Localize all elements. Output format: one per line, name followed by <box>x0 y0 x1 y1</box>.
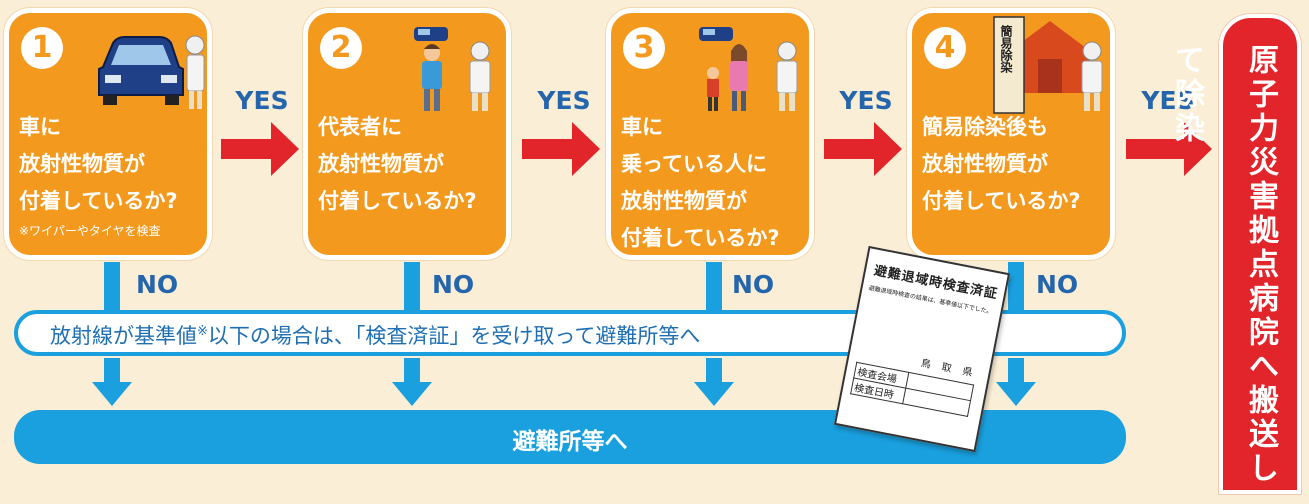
no-connector-3 <box>706 262 722 312</box>
step-box-2: 2 代表者に 放射性物質が 付着しているか? <box>303 8 511 260</box>
step-box-3: 3 車に 乗っている人に 放射性物質が 付着しているか? <box>606 8 814 260</box>
shelter-label: 避難所等へ <box>512 429 628 455</box>
no-label-3: NO <box>732 270 775 299</box>
step-text: 簡易除染後も 放射性物質が 付着しているか? <box>922 115 1081 213</box>
note-mark: ※ <box>197 324 208 339</box>
step-number: 4 <box>924 27 966 69</box>
yes-label-2: YES <box>537 86 591 115</box>
down-arrow-1 <box>92 358 132 406</box>
no-label-2: NO <box>432 270 475 299</box>
yes-arrow-4 <box>1126 122 1212 176</box>
hospital-column: 原子力災害拠点病院へ搬送して除染 <box>1169 14 1301 494</box>
tent-sign-text: 簡易除染 <box>999 25 1013 73</box>
representative-inspection-illustration <box>414 27 491 111</box>
no-connector-4 <box>1008 262 1024 312</box>
step-box-1: 1 車に 放射性物質が 付着しているか?※ワイパーやタイヤを検査 <box>4 8 212 260</box>
yes-arrow-1 <box>221 122 299 176</box>
no-label-4: NO <box>1036 270 1079 299</box>
no-connector-2 <box>404 262 420 312</box>
step-text: 車に 乗っている人に 放射性物質が 付着しているか? <box>621 115 780 250</box>
yes-arrow-2 <box>522 122 600 176</box>
step-text: 車に 放射性物質が 付着しているか?※ワイパーやタイヤを検査 <box>19 109 207 242</box>
hospital-label: 原子力災害拠点病院へ搬送して除染 <box>1169 44 1278 486</box>
car-inspection-illustration <box>98 35 205 109</box>
decontamination-tent-illustration <box>993 16 1103 114</box>
down-arrow-4 <box>996 358 1036 406</box>
step-note: ※ワイパーやタイヤを検査 <box>19 224 161 238</box>
step-number: 3 <box>623 27 665 69</box>
no-connector-1 <box>104 262 120 312</box>
step-number: 1 <box>21 27 63 69</box>
yes-label-3: YES <box>839 86 893 115</box>
family-inspection-illustration <box>699 27 798 111</box>
yes-label-4: YES <box>1141 86 1195 115</box>
no-label-1: NO <box>136 270 179 299</box>
step-number: 2 <box>320 27 362 69</box>
step-text: 代表者に 放射性物質が 付着しているか? <box>318 115 477 213</box>
down-arrow-3 <box>694 358 734 406</box>
yes-label-1: YES <box>235 86 289 115</box>
condition-text: 放射線が基準値※以下の場合は、「検査済証」を受け取って避難所等へ <box>50 324 701 348</box>
step-box-4: 4 簡易除染 簡易除染後も 放射性物質が 付着しているか? <box>907 8 1115 260</box>
down-arrow-2 <box>392 358 432 406</box>
yes-arrow-3 <box>824 122 902 176</box>
